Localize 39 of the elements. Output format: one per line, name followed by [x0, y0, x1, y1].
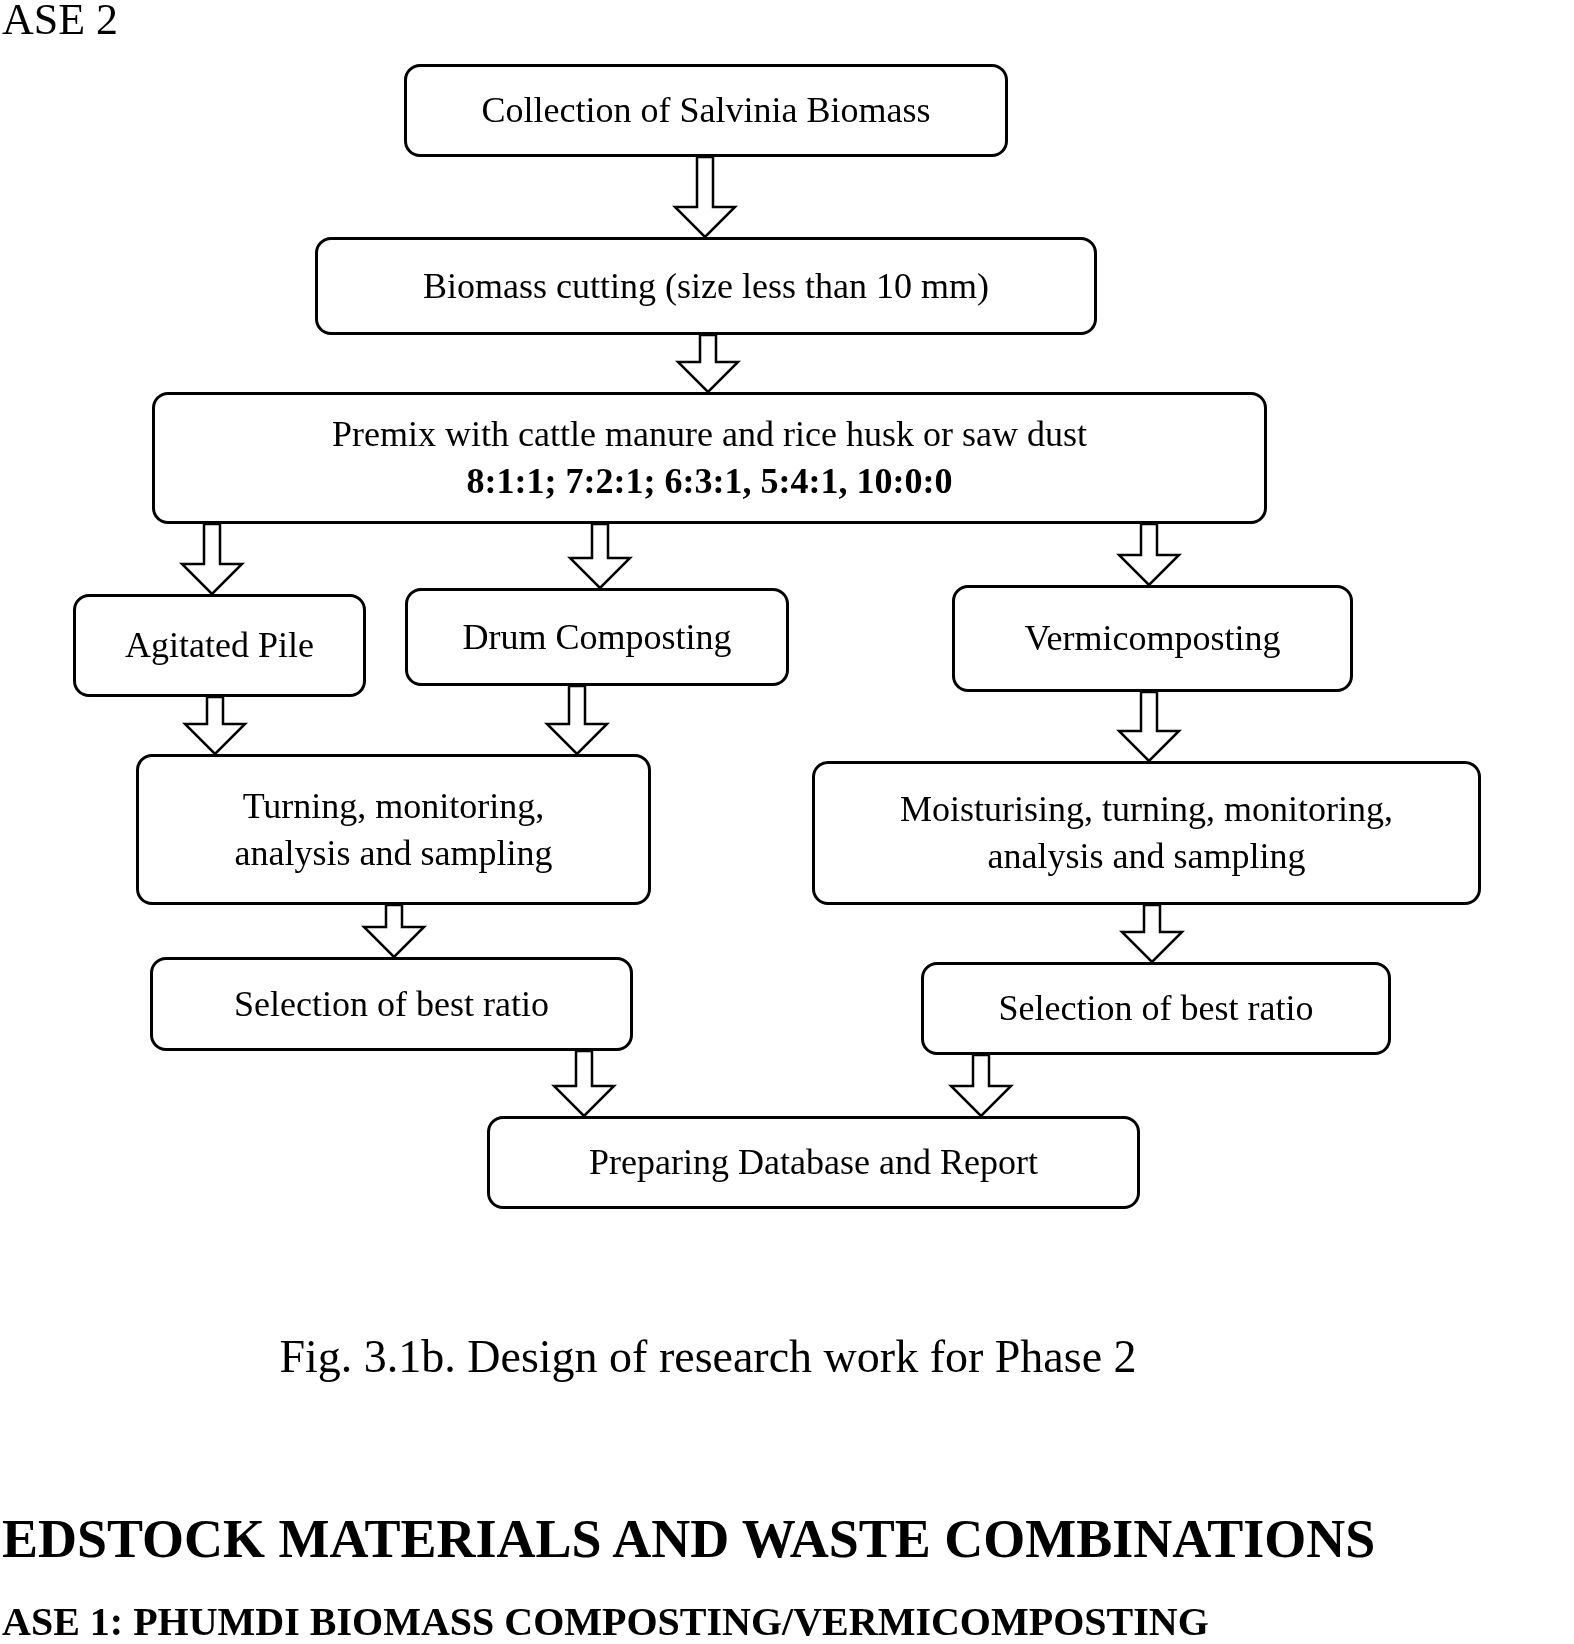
box-text: Preparing Database and Report — [589, 1141, 1038, 1185]
process-box — [73, 594, 366, 697]
block-arrow — [361, 903, 427, 959]
process-box — [152, 392, 1267, 524]
box-text: 8:1:1; 7:2:1; 6:3:1, 5:4:1, 10:0:0 — [466, 460, 953, 503]
box-text: Turning, monitoring, analysis and sampling — [233, 784, 554, 875]
block-arrow — [182, 695, 248, 756]
process-box — [404, 64, 1008, 157]
block-arrow — [1119, 903, 1185, 964]
box-text: Biomass cutting (size less than 10 mm) — [423, 264, 989, 308]
box-text: Collection of Salvinia Biomass — [481, 89, 931, 133]
block-arrow — [1116, 522, 1182, 587]
block-arrow — [948, 1053, 1014, 1118]
box-text: Selection of best ratio — [998, 987, 1314, 1031]
box-text: Vermicomposting — [1024, 617, 1281, 661]
process-box — [812, 761, 1481, 905]
process-box — [921, 962, 1391, 1055]
box-text: Selection of best ratio — [234, 982, 549, 1026]
box-text: Agitated Pile — [125, 624, 314, 668]
section-heading: ASE 1: PHUMDI BIOMASS COMPOSTING/VERMICOMPOSTING — [2, 1600, 1209, 1644]
block-arrow — [675, 333, 741, 394]
block-arrow — [179, 522, 245, 596]
block-arrow — [672, 155, 738, 239]
block-arrow — [544, 684, 610, 756]
process-box — [405, 588, 789, 686]
box-text: Drum Composting — [462, 615, 732, 659]
figure-caption: Fig. 3.1b. Design of research work for Phase 2 — [278, 1330, 1138, 1383]
section-heading: ASE 2 — [2, 0, 119, 45]
process-box — [487, 1116, 1140, 1209]
block-arrow — [567, 522, 633, 590]
process-box — [315, 237, 1097, 335]
block-arrow — [1116, 690, 1182, 763]
box-text: Premix with cattle manure and rice husk or saw dust — [332, 413, 1087, 457]
process-box — [136, 754, 651, 905]
process-box — [952, 585, 1353, 692]
process-box — [150, 957, 633, 1051]
block-arrow — [551, 1049, 617, 1118]
section-heading: EDSTOCK MATERIALS AND WASTE COMBINATIONS — [2, 1510, 1376, 1570]
box-text: Moisturising, turning, monitoring, analysis and sampling — [899, 788, 1394, 878]
